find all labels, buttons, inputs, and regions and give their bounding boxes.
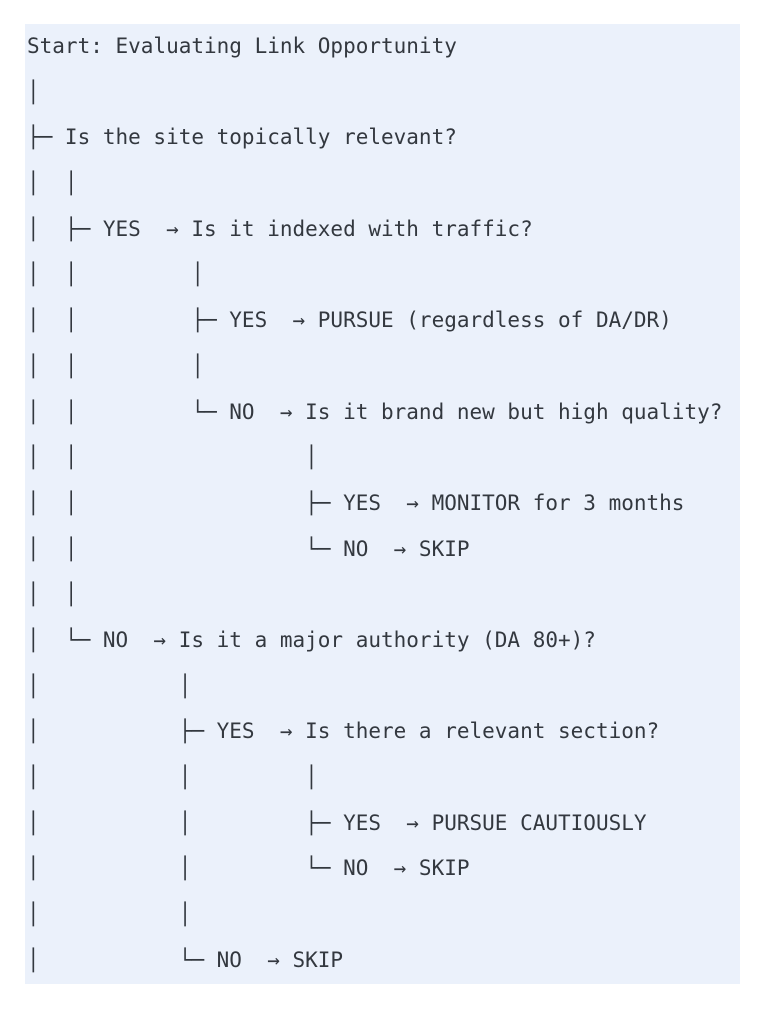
tree-line-2: │: [27, 79, 40, 104]
tree-line-16: │ ├─ YES → Is there a relevant section?: [27, 719, 660, 744]
tree-line-7: │ │ ├─ YES → PURSUE (regardless of DA/DR…: [27, 308, 672, 333]
tree-line-11: │ │ ├─ YES → MONITOR for 3 months: [27, 490, 685, 515]
tree-line-12: │ │ └─ NO → SKIP: [27, 536, 470, 561]
tree-line-1: Start: Evaluating Link Opportunity: [27, 34, 457, 58]
tree-line-13: │ │: [27, 582, 78, 607]
tree-line-6: │ │ │: [27, 262, 205, 287]
tree-line-18: │ │ ├─ YES → PURSUE CAUTIOUSLY: [27, 810, 647, 835]
tree-line-21: │ └─ NO → SKIP: [27, 947, 344, 972]
tree-line-19: │ │ └─ NO → SKIP: [27, 856, 470, 881]
tree-line-5: │ ├─ YES → Is it indexed with traffic?: [27, 216, 533, 241]
tree-line-3: ├─ Is the site topically relevant?: [27, 125, 457, 150]
tree-line-9: │ │ └─ NO → Is it brand new but high qua…: [27, 399, 723, 424]
tree-line-8: │ │ │: [27, 353, 205, 378]
tree-line-14: │ └─ NO → Is it a major authority (DA 80…: [27, 627, 596, 652]
tree-line-15: │ │: [27, 673, 192, 698]
tree-line-17: │ │ │: [27, 765, 318, 789]
tree-line-10: │ │ │: [27, 445, 318, 470]
ascii-decision-tree-code-block: Start: Evaluating Link Opportunity │ ├─ Is…: [25, 24, 740, 984]
tree-line-20: │ │: [27, 902, 192, 927]
tree-line-4: │ │: [27, 171, 78, 196]
